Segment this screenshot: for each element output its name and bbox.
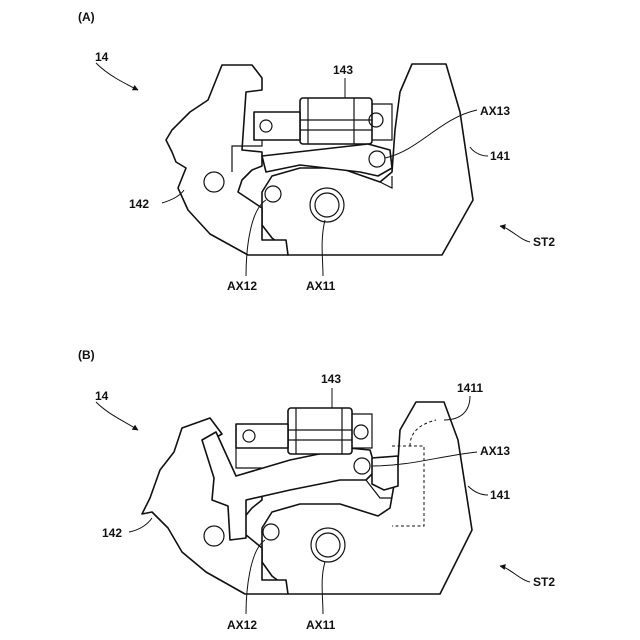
panel-b: (B) 14 143 1411 AX13 141 142 ST2 AX12 AX… — [78, 348, 555, 632]
label-ax12-b: AX12 — [227, 618, 257, 632]
label-st2-a: ST2 — [533, 235, 555, 249]
label-142-a: 142 — [129, 197, 149, 211]
label-1411-b: 1411 — [457, 381, 483, 395]
label-ax13-a: AX13 — [480, 104, 510, 118]
label-14-a: 14 — [95, 50, 109, 64]
label-14-b: 14 — [95, 389, 109, 403]
label-142-b: 142 — [102, 526, 122, 540]
label-143-a: 143 — [333, 63, 353, 77]
label-ax11-b: AX11 — [306, 618, 336, 632]
label-st2-b: ST2 — [533, 575, 555, 589]
label-141-b: 141 — [490, 488, 510, 502]
label-143-b: 143 — [321, 372, 341, 386]
panel-b-tag: (B) — [78, 348, 95, 362]
label-ax11-a: AX11 — [306, 279, 336, 293]
label-141-a: 141 — [490, 149, 510, 163]
panel-a: (A) 14 143 AX13 141 142 ST2 AX12 AX11 — [78, 10, 555, 293]
label-ax12-a: AX12 — [227, 279, 257, 293]
hole-b-2 — [354, 425, 368, 439]
panel-a-tag: (A) — [78, 10, 95, 24]
label-ax13-b: AX13 — [480, 444, 510, 458]
